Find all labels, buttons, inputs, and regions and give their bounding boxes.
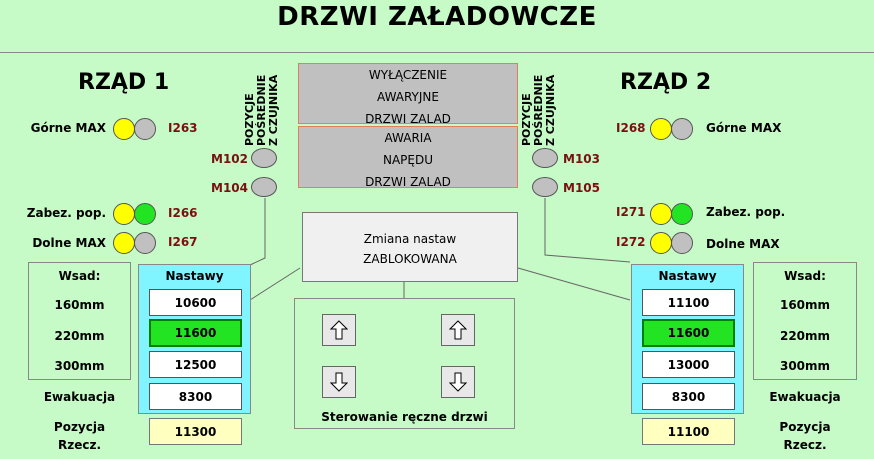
row-1-title: RZĄD 1: [78, 70, 170, 95]
row-2-down-button[interactable]: [441, 366, 475, 398]
row-1-setting-160[interactable]: 10600: [149, 289, 242, 316]
row-1-setting-220[interactable]: 11600: [149, 319, 242, 347]
row-2-setting-evac[interactable]: 8300: [642, 383, 735, 410]
row-1-safety-code: I266: [168, 206, 198, 220]
row-2-safety-code: I271: [616, 205, 646, 219]
row-2-batch-panel: [753, 262, 857, 380]
row-2-bottom-max-code: I272: [616, 235, 646, 249]
row-1-settings-title: Nastawy: [165, 269, 224, 283]
row-2-actual-position-value: 11100: [642, 418, 735, 445]
row-1-evac-label: Ewakuacja: [43, 390, 116, 404]
row-1-up-button[interactable]: [322, 314, 356, 346]
row-2-top-max-lamp-2: [671, 118, 693, 140]
row-2-bottom-max-lamp-1: [650, 232, 672, 254]
row-2-top-max-lamp-1: [650, 118, 672, 140]
row-2-safety-lamp-1: [650, 203, 672, 225]
row-2-safety-lamp-2: [671, 203, 693, 225]
manual-control-panel: [294, 298, 515, 429]
page-title: DRZWI ZAŁADOWCZE: [277, 2, 597, 32]
row-2-intermediate-lamp-1: [532, 148, 558, 168]
row-1-batch-panel: [28, 262, 131, 380]
row-2-safety-label: Zabez. pop.: [706, 205, 786, 219]
arrow-down-icon: [330, 372, 348, 392]
row-2-intermediate-code-2: M105: [563, 181, 600, 195]
row-1-bottom-max-code: I267: [168, 235, 198, 249]
row-1-top-max-lamp-1: [113, 118, 135, 140]
row-2-top-max-code: I268: [616, 121, 646, 135]
row-2-setting-300[interactable]: 13000: [642, 351, 735, 378]
row-1-actual-position-value: 11300: [149, 418, 242, 445]
row-2-batch-title: Wsad:: [784, 269, 826, 283]
row-1-intermediate-code-1: M102: [211, 152, 248, 166]
row-1-top-max-lamp-2: [134, 118, 156, 140]
row-1-batch-160: 160mm: [54, 298, 105, 312]
row-2-intermediate-code-1: M103: [563, 152, 600, 166]
row-1-batch-300: 300mm: [54, 359, 105, 373]
row-2-bottom-max-lamp-2: [671, 232, 693, 254]
row-2-top-max-label: Górne MAX: [706, 121, 782, 135]
arrow-up-icon: [330, 320, 348, 340]
row-1-safety-lamp-2: [134, 203, 156, 225]
row-2-evac-label: Ewakuacja: [769, 390, 841, 404]
row-1-intermediate-code-2: M104: [211, 181, 248, 195]
arrow-up-icon: [449, 320, 467, 340]
row-1-top-max-label: Górne MAX: [30, 121, 106, 135]
row-1-top-max-code: I263: [168, 121, 198, 135]
row-1-batch-220: 220mm: [54, 329, 105, 343]
row-1-safety-label: Zabez. pop.: [26, 206, 106, 220]
row-1-safety-lamp-1: [113, 203, 135, 225]
row-2-batch-220: 220mm: [779, 329, 831, 343]
row-1-batch-title: Wsad:: [58, 269, 101, 283]
row-1-intermediate-lamp-2: [251, 177, 277, 197]
row-2-setting-160[interactable]: 11100: [642, 289, 735, 316]
arrow-down-icon: [449, 372, 467, 392]
row-1-intermediate-lamp-1: [251, 148, 277, 168]
row-1-bottom-max-lamp-2: [134, 232, 156, 254]
manual-control-label: Sterowanie ręczne drzwi: [321, 410, 488, 424]
row-2-batch-160: 160mm: [779, 298, 831, 312]
row-2-bottom-max-label: Dolne MAX: [706, 237, 780, 251]
row-2-intermediate-lamp-2: [532, 177, 558, 197]
row-1-bottom-max-label: Dolne MAX: [32, 236, 106, 250]
row-2-title: RZĄD 2: [620, 70, 712, 95]
row-1-bottom-max-lamp-1: [113, 232, 135, 254]
row-2-batch-300: 300mm: [779, 359, 831, 373]
title-divider: [0, 52, 874, 53]
row-1-setting-evac[interactable]: 8300: [149, 383, 242, 410]
row-2-up-button[interactable]: [441, 314, 475, 346]
row-2-setting-220[interactable]: 11600: [642, 319, 735, 347]
row-1-setting-300[interactable]: 12500: [149, 351, 242, 378]
row-1-down-button[interactable]: [322, 366, 356, 398]
row-2-settings-title: Nastawy: [658, 269, 717, 283]
